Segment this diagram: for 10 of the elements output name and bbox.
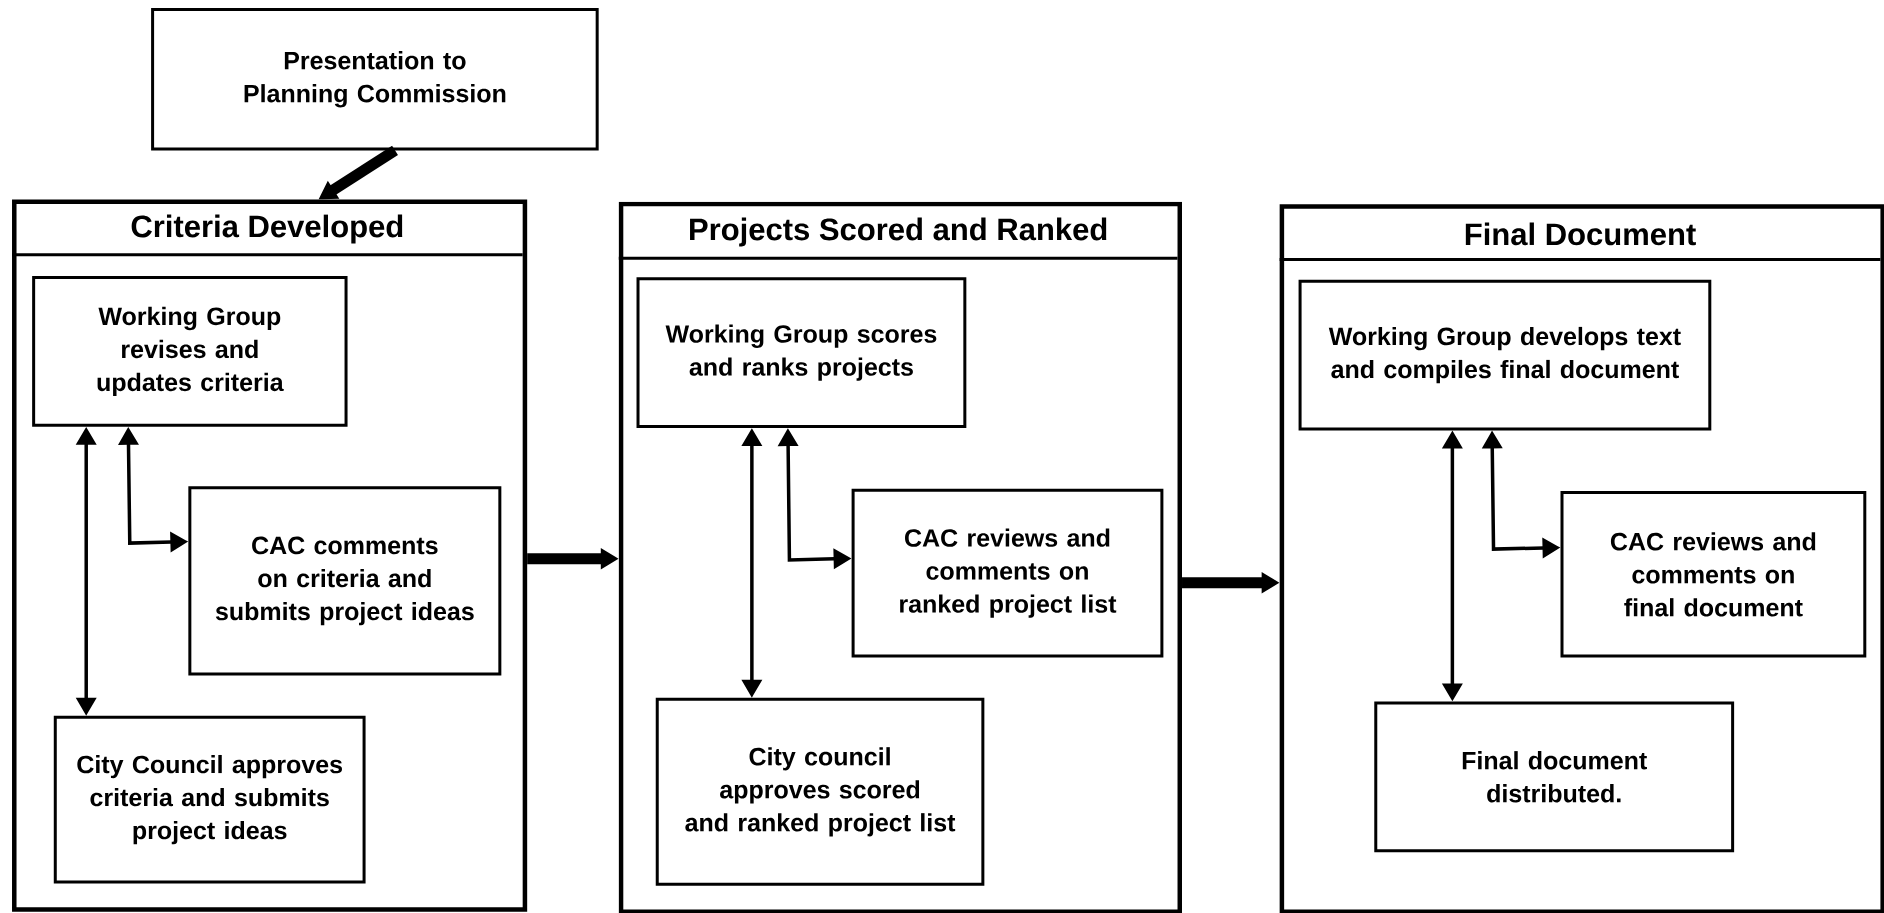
process-box: Working Group develops text and compiles final document bbox=[1298, 279, 1712, 431]
process-box: CAC reviews and comments on ranked project list bbox=[851, 488, 1164, 658]
process-box: City Council approves criteria and submits project ideas bbox=[53, 715, 366, 884]
process-box: CAC reviews and comments on final document bbox=[1560, 491, 1867, 658]
process-box: Working Group scores and ranks projects bbox=[636, 277, 967, 429]
process-box: Presentation to Planning Commission bbox=[151, 8, 599, 151]
process-box: Final document distributed. bbox=[1374, 701, 1735, 853]
process-box: Working Group revises and updates criteria bbox=[32, 276, 348, 427]
process-box: City council approves scored and ranked project list bbox=[655, 697, 985, 886]
process-box: CAC comments on criteria and submits project ideas bbox=[188, 486, 502, 676]
